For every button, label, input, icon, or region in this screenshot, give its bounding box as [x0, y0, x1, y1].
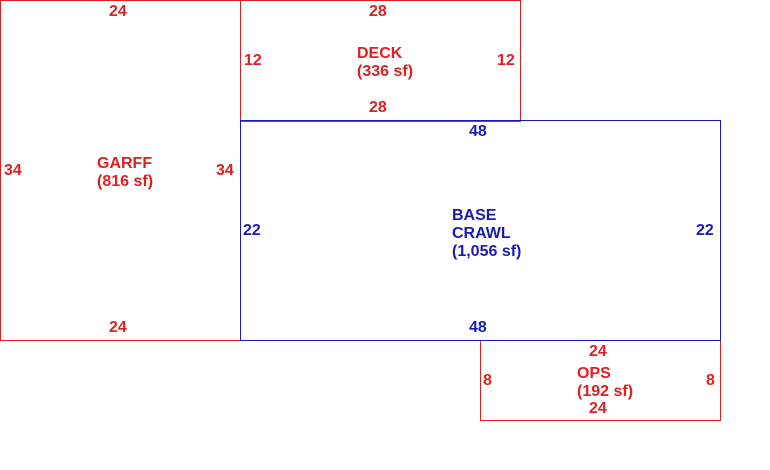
base-left-dimension: 22	[243, 222, 261, 239]
ops-name: OPS	[577, 365, 611, 382]
deck-label: DECK (336 sf)	[357, 45, 413, 81]
garff-right-dimension: 34	[216, 162, 234, 179]
garff-name: GARFF	[97, 155, 153, 172]
base-bottom-dimension: 48	[469, 319, 487, 336]
base-name-line1: BASE	[452, 207, 497, 224]
ops-top-dimension: 24	[589, 343, 607, 360]
deck-name: DECK	[357, 45, 403, 62]
garff-area-value: (816 sf)	[97, 173, 154, 190]
garff-top-dimension: 24	[109, 3, 127, 20]
base-area-value: (1,056 sf)	[452, 243, 522, 260]
garff-bottom-dimension: 24	[109, 319, 127, 336]
base-crawl-label: BASE CRAWL (1,056 sf)	[452, 207, 521, 261]
base-right-dimension: 22	[696, 222, 714, 239]
deck-bottom-dimension: 28	[369, 99, 387, 116]
base-top-dimension: 48	[469, 123, 487, 140]
base-crawl-area	[240, 120, 721, 341]
ops-area-value: (192 sf)	[577, 383, 634, 400]
deck-top-dimension: 28	[369, 3, 387, 20]
deck-left-dimension: 12	[244, 52, 262, 69]
ops-right-dimension: 8	[706, 372, 715, 389]
deck-area	[240, 0, 521, 122]
base-name-line2: CRAWL	[452, 225, 511, 242]
deck-area-value: (336 sf)	[357, 63, 414, 80]
garff-left-dimension: 34	[4, 162, 22, 179]
ops-label: OPS (192 sf)	[577, 365, 633, 401]
deck-right-dimension: 12	[497, 52, 515, 69]
ops-bottom-dimension: 24	[589, 400, 607, 417]
ops-left-dimension: 8	[483, 372, 492, 389]
garff-label: GARFF (816 sf)	[97, 155, 153, 191]
